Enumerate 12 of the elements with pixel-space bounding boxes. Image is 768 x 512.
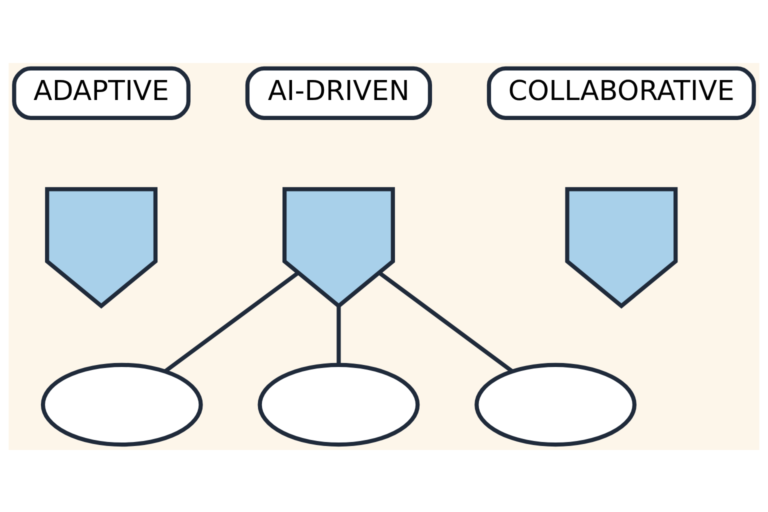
connector [336,306,341,364]
node-box: ADAPTIVE [12,66,190,120]
node-shield [45,186,158,308]
node-box: AI-DRIVEN [245,66,432,120]
node-cloud [258,362,420,446]
node-cloud [40,362,203,446]
connector [378,270,514,372]
node-shield [282,186,395,308]
node-shield [565,186,678,308]
connector [164,270,300,372]
node-cloud [474,362,636,446]
node-box: COLLABORATIVE [486,66,756,120]
